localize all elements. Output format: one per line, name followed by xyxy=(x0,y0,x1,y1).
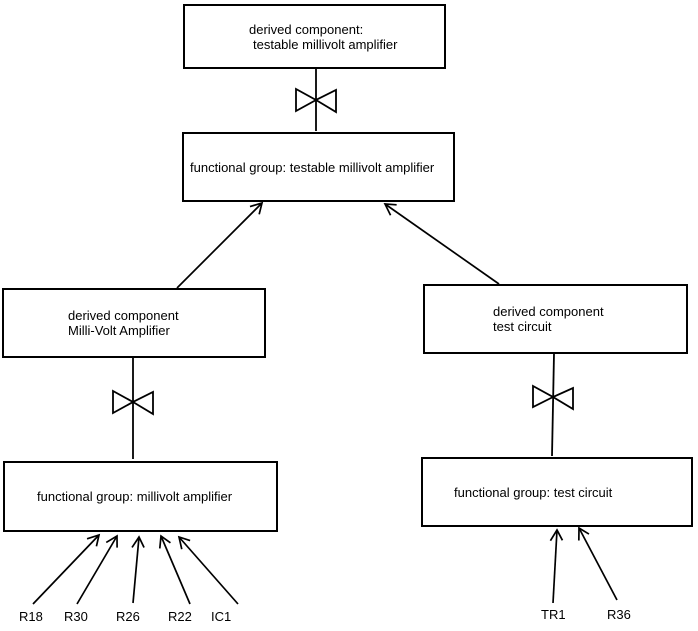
arrow-ic1 xyxy=(177,535,239,605)
box-functional-group-testable-millivolt-amplifier: functional group: testable millivolt amp… xyxy=(182,132,455,202)
arrow-r30 xyxy=(76,534,118,605)
arrow-r22 xyxy=(158,534,191,605)
box-text-line: test circuit xyxy=(493,319,552,334)
arrow-left-derived-to-top-functional xyxy=(176,201,264,289)
arrow-r36 xyxy=(577,526,618,601)
leaf-label-r22: R22 xyxy=(168,609,192,624)
box-text-line: derived component: xyxy=(249,21,364,37)
box-text-line: functional group: testable millivolt amp… xyxy=(190,159,435,175)
leaf-label-r30: R30 xyxy=(64,609,88,624)
leaf-label-ic1: IC1 xyxy=(211,609,232,624)
box-text-line: functional group: test circuit xyxy=(454,484,613,500)
leaf-label-r18: R18 xyxy=(19,609,43,624)
box-functional-group-millivolt-amplifier: functional group: millivolt amplifier xyxy=(3,461,278,532)
bowtie-icon xyxy=(551,386,574,411)
arrow-tr1 xyxy=(549,528,564,604)
arrow-r26 xyxy=(131,535,145,604)
leaf-label-r26: R26 xyxy=(116,609,140,624)
box-text-line: testable millivolt amplifier xyxy=(253,36,398,52)
box-text-line: Milli-Volt Amplifier xyxy=(68,323,170,338)
bowtie-icon xyxy=(295,87,318,113)
arrow-r18 xyxy=(32,533,101,605)
box-derived-test-circuit: derived component test circuit xyxy=(423,284,688,354)
arrow-right-derived-to-top-functional xyxy=(383,203,500,285)
leaf-label-r36: R36 xyxy=(607,607,631,622)
box-text-line: derived component xyxy=(493,304,604,319)
box-text-line: derived component xyxy=(68,308,179,323)
bowtie-icon xyxy=(532,384,555,409)
connector-right xyxy=(551,353,555,457)
box-derived-milli-volt-amplifier: derived component Milli-Volt Amplifier xyxy=(2,288,266,358)
bowtie-icon xyxy=(314,88,337,114)
box-functional-group-test-circuit: functional group: test circuit xyxy=(421,457,693,527)
leaf-label-tr1: TR1 xyxy=(541,607,566,622)
box-text-line: functional group: millivolt amplifier xyxy=(37,489,233,504)
box-derived-testable-millivolt-amplifier: derived component: testable millivolt am… xyxy=(183,4,446,69)
bowtie-icon xyxy=(131,390,154,416)
bowtie-icon xyxy=(112,389,135,415)
